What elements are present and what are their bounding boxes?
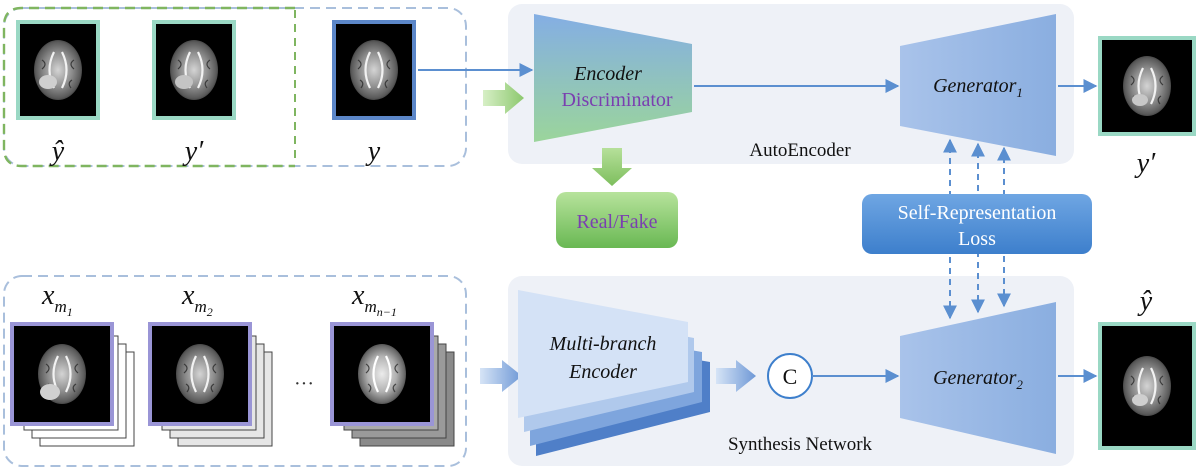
multi-branch-label: Multi-branch (549, 333, 657, 355)
bottom-input-group (3, 275, 467, 467)
label-x-mn-1: xmn−1 (351, 280, 397, 319)
self-representation-loss-box (862, 194, 1092, 254)
concat-label: C (783, 364, 798, 389)
encoder-label-bottom: Encoder (568, 361, 637, 383)
autoencoder-label: AutoEncoder (749, 140, 851, 161)
blue-arrow-into-concat (716, 360, 756, 392)
label-output-bottom: ŷ (1137, 286, 1153, 317)
image-stack-xmn-1 (330, 322, 455, 447)
discriminator-label: Discriminator (561, 89, 672, 111)
image-output-bottom (1098, 322, 1196, 450)
label-x-m1: xm1 (41, 280, 73, 319)
real-fake-box (556, 192, 678, 248)
image-output-top (1098, 36, 1196, 136)
loss-line2: Loss (958, 228, 996, 250)
encoder-discriminator-block (534, 14, 692, 142)
generator1-label: Generator1 (933, 75, 1023, 100)
label-output-top: y′ (1134, 148, 1156, 179)
top-input-group-green (2, 6, 295, 168)
image-y-hat-top (16, 20, 100, 120)
image-y-prime-top (152, 20, 236, 120)
label-x-m2: xm2 (181, 280, 213, 319)
real-fake-label: Real/Fake (576, 211, 657, 233)
generator1-block (900, 14, 1056, 156)
multi-branch-encoder-block (518, 290, 710, 456)
loss-line1: Self-Representation (898, 202, 1057, 224)
image-y-top (332, 20, 416, 120)
top-input-group-outer (3, 7, 467, 167)
ellipsis-stacks: ··· (294, 373, 314, 395)
encoder-label: Encoder (573, 63, 642, 85)
generator2-label: Generator2 (933, 367, 1023, 392)
synthesis-network-label: Synthesis Network (728, 434, 873, 455)
label-y-hat: ŷ (49, 136, 65, 167)
blue-arrow-into-encoder (480, 360, 522, 392)
generator2-block (900, 302, 1056, 454)
label-y: y (365, 136, 381, 167)
image-stack-xm1 (10, 322, 135, 447)
green-arrow-down (592, 148, 632, 186)
image-stack-xm2 (148, 322, 273, 447)
label-y-prime: y′ (182, 136, 204, 167)
green-arrow-into-encoder (483, 82, 524, 114)
